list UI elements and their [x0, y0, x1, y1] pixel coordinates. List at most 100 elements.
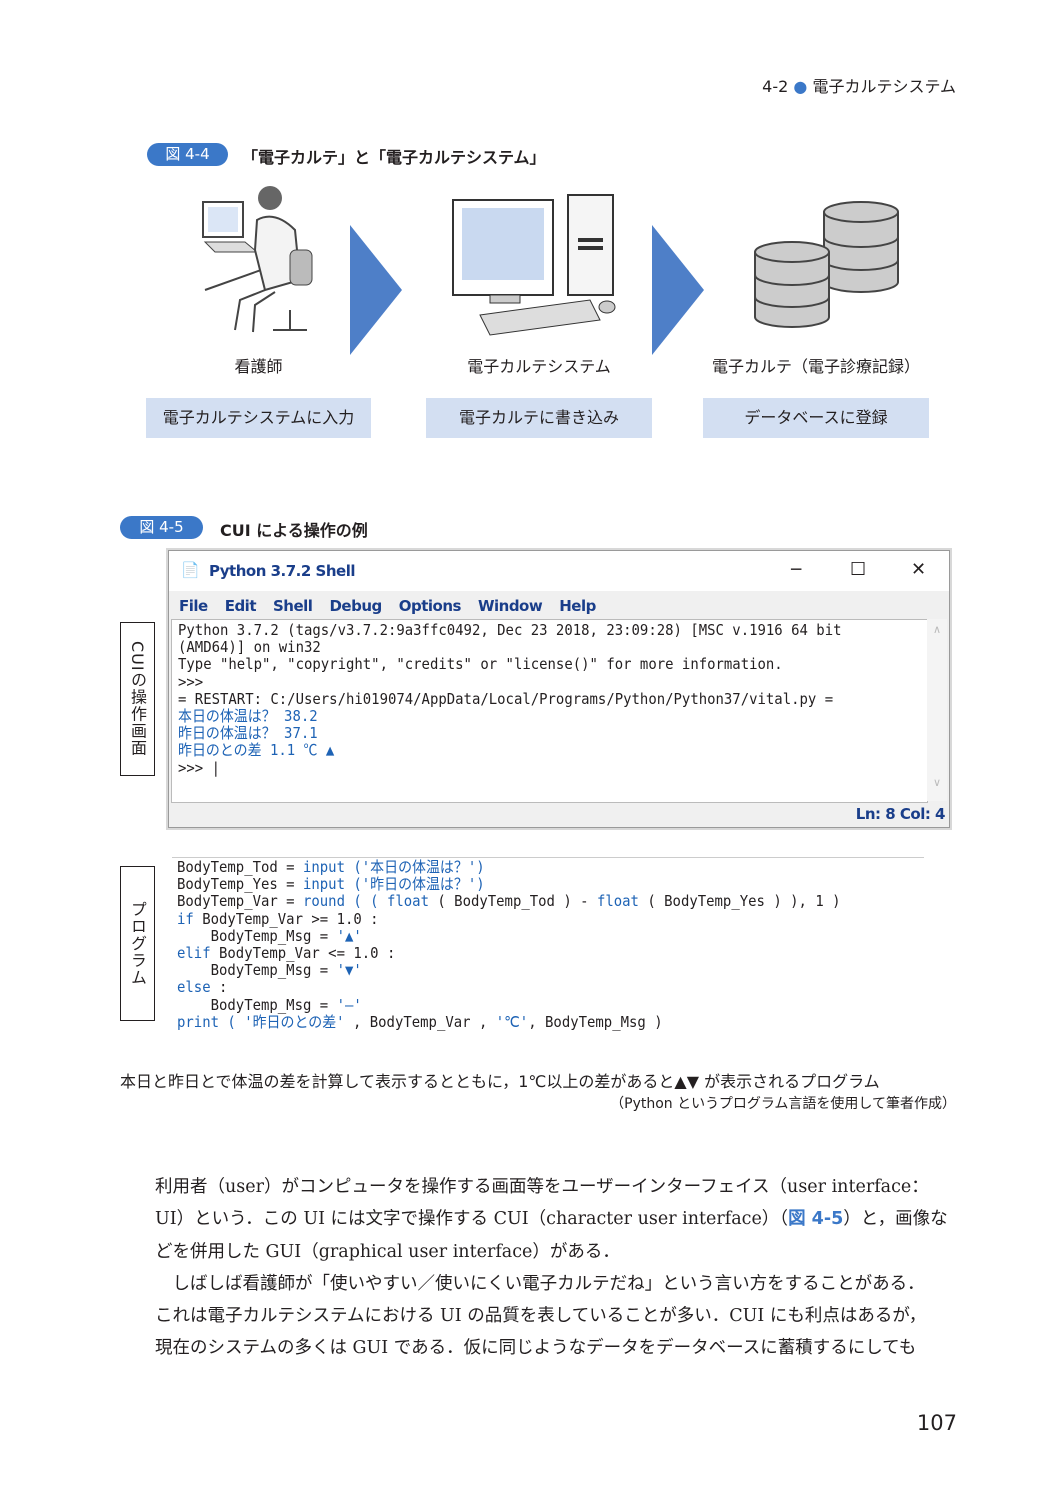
action-box: 電子カルテに書き込み [426, 398, 652, 438]
code-keyword: if [177, 909, 203, 928]
body-line: 利用者（user）がコンピュータを操作する画面等をユーザーインターフェイス（us… [155, 1177, 929, 1197]
code-keyword: round ( ( float [302, 892, 438, 911]
figure-title: 「電子カルテ」と「電子カルテシステム」 [242, 148, 546, 167]
shell-line: = RESTART: C:/Users/hi019074/AppData/Loc… [178, 689, 834, 708]
figure-label: 図 4-4 [147, 143, 228, 166]
code-line: else : [177, 979, 841, 996]
side-label-program: プログラム [120, 866, 155, 1021]
code-keyword: float [596, 892, 648, 911]
menu-debug[interactable]: Debug [329, 597, 382, 615]
menu-window[interactable]: Window [477, 597, 543, 615]
body-text-span: ）と，画像な [843, 1209, 948, 1230]
code-text: BodyTemp_Tod = [177, 858, 303, 876]
shell-line: (AMD64)] on win32 [178, 638, 321, 657]
code-text: BodyTemp_Yes = [177, 875, 303, 894]
code-line: BodyTemp_Var = round ( ( float ( BodyTem… [177, 893, 841, 910]
code-text: BodyTemp_Msg = [177, 995, 337, 1014]
figure-title: CUI による操作の例 [220, 521, 368, 540]
code-line: if BodyTemp_Var >= 1.0 : [177, 909, 841, 928]
figure-caption: 本日と昨日とで体温の差を計算して表示するとともに，1℃以上の差があると▲▼ が表… [120, 1072, 880, 1091]
code-text: BodyTemp_Var <= 1.0 : [218, 943, 396, 962]
code-line: BodyTemp_Yes = input ('昨日の体温は？') [177, 876, 841, 893]
code-keyword: '昨日のとの差' [244, 1012, 345, 1031]
body-line: これは電子カルテシステムにおける UI の品質を表していることが多い．CUI に… [155, 1306, 927, 1327]
shell-output[interactable]: Python 3.7.2 (tags/v3.7.2:9a3ffc0492, De… [171, 619, 928, 803]
shell-line: 昨日の体温は？ 37.1 [178, 724, 318, 743]
nurse-illustration [202, 186, 313, 333]
body-line: どを併用した GUI（graphical user interface）がある． [155, 1241, 620, 1262]
code-text: BodyTemp_Msg = [177, 926, 337, 945]
status-line-col: Ln: 8 Col: 4 [855, 805, 946, 823]
scroll-up-icon[interactable]: ∧ [932, 623, 942, 636]
code-keyword: else [177, 978, 219, 997]
shell-line: >>> | [178, 758, 220, 777]
divider [172, 857, 924, 858]
code-keyword: '—' [336, 995, 362, 1014]
vertical-scrollbar[interactable]: ∧∨ [927, 619, 947, 801]
body-text-span: UI）という．この UI には文字で操作する CUI（character use… [155, 1209, 789, 1230]
close-button[interactable]: ✕ [911, 559, 927, 580]
action-box: データベースに登録 [703, 398, 929, 438]
menu-help[interactable]: Help [559, 597, 596, 615]
code-text: , BodyTemp_Var , [344, 1012, 496, 1031]
item-label: 看護師 [234, 357, 283, 376]
code-text: BodyTemp_Msg = [177, 961, 337, 980]
code-text: BodyTemp_Var >= 1.0 : [202, 909, 379, 928]
code-text: , BodyTemp_Msg ) [528, 1012, 663, 1031]
code-keyword: print ( [177, 1012, 245, 1031]
menu-file[interactable]: File [179, 597, 208, 615]
shell-line: Python 3.7.2 (tags/v3.7.2:9a3ffc0492, De… [178, 621, 842, 639]
menu-bar: File Edit Shell Debug Options Window Help [179, 596, 613, 615]
maximize-button[interactable]: ☐ [850, 559, 867, 580]
bullet-icon: ● [793, 77, 808, 96]
shell-line: 昨日のとの差 1.1 ℃ ▲ [178, 741, 335, 760]
body-text: 利用者（user）がコンピュータを操作する画面等をユーザーインターフェイス（us… [155, 1171, 948, 1365]
computer-illustration [452, 194, 616, 336]
menu-edit[interactable]: Edit [224, 597, 257, 615]
code-line: BodyTemp_Msg = '—' [177, 995, 841, 1014]
arrow-right-icon [350, 225, 402, 355]
code-text: : [218, 978, 228, 997]
running-header: 4-2 ● 電子カルテシステム [762, 73, 956, 97]
arrow-right-icon [652, 225, 704, 355]
code-text: ( BodyTemp_Yes ) ), 1 ) [647, 892, 841, 911]
figure-label: 図 4-5 [120, 516, 203, 539]
page-number: 107 [916, 1411, 957, 1435]
action-box: 電子カルテシステムに入力 [146, 398, 371, 438]
python-file-icon: 📄 [181, 561, 200, 579]
code-keyword: elif [177, 943, 219, 962]
code-line: BodyTemp_Tod = input ('本日の体温は？') [177, 859, 841, 876]
figure-source: （Python というプログラム言語を使用して筆者作成） [610, 1096, 956, 1112]
scroll-down-icon[interactable]: ∨ [932, 776, 942, 789]
title-bar: 📄 Python 3.7.2 Shell ─ ☐ ✕ [169, 551, 949, 591]
code-text: ( BodyTemp_Tod ) - [437, 892, 597, 911]
program-code: BodyTemp_Tod = input ('本日の体温は？')BodyTemp… [177, 859, 890, 1031]
shell-line: Type "help", "copyright", "credits" or "… [178, 655, 783, 674]
code-keyword: '▲' [336, 926, 362, 945]
minimize-button[interactable]: ─ [791, 560, 802, 580]
code-text: BodyTemp_Var = [177, 892, 303, 911]
shell-line: 本日の体温は？ 38.2 [178, 706, 318, 725]
code-keyword: '℃' [495, 1012, 529, 1031]
database-illustration [754, 201, 899, 328]
item-label: 電子カルテシステム [467, 357, 611, 376]
code-line: print ( '昨日のとの差' , BodyTemp_Var , '℃', B… [177, 1012, 841, 1031]
python-shell-window: 📄 Python 3.7.2 Shell ─ ☐ ✕ File Edit Shell… [168, 550, 950, 828]
code-line: BodyTemp_Msg = '▲' [177, 926, 841, 945]
code-keyword: '▼' [336, 961, 362, 980]
menu-shell[interactable]: Shell [273, 597, 313, 615]
code-line: elif BodyTemp_Var <= 1.0 : [177, 943, 841, 962]
side-label-cui: CUIの操作画面 [120, 622, 155, 776]
item-label: 電子カルテ（電子診療記録） [711, 357, 920, 376]
body-line: 現在のシステムの多くは GUI である．仮に同じようなデータをデータベースに蓄積… [155, 1338, 917, 1359]
code-keyword: input ('本日の体温は？') [302, 858, 485, 876]
figure-reference-link[interactable]: 図 4-5 [788, 1209, 844, 1230]
body-line: UI）という．この UI には文字で操作する CUI（character use… [155, 1203, 948, 1235]
code-keyword: input ('昨日の体温は？') [302, 875, 485, 894]
shell-line: >>> [178, 672, 204, 691]
section-title: 電子カルテシステム [812, 77, 956, 96]
window-title: Python 3.7.2 Shell [209, 562, 355, 580]
menu-options[interactable]: Options [398, 597, 462, 615]
code-line: BodyTemp_Msg = '▼' [177, 962, 841, 979]
